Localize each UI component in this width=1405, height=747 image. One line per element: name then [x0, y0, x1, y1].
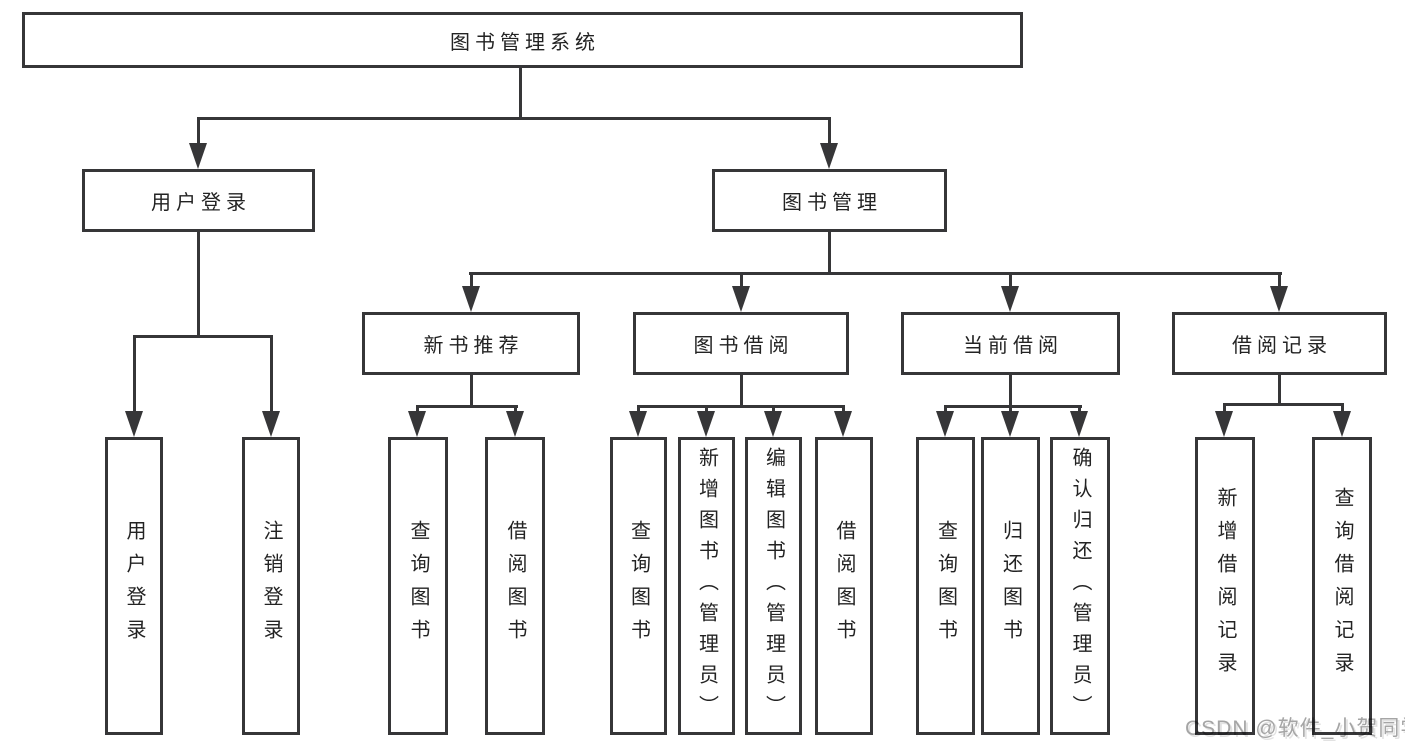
node-new-book-recommendation-label: 新书推荐: [423, 335, 524, 357]
leaf-return-books: 归还图书: [981, 437, 1040, 735]
connector-line: [1009, 272, 1012, 288]
arrowhead-down-icon: [1001, 411, 1019, 437]
connector-line: [197, 117, 831, 120]
node-borrowing-records-label: 借阅记录: [1232, 335, 1332, 357]
connector-line: [637, 405, 640, 413]
node-library-system-label: 图书管理系统: [450, 31, 600, 54]
connector-line: [519, 68, 522, 119]
node-user-login: 用户登录: [82, 169, 315, 232]
leaf-query-books-current: 查询图书: [916, 437, 975, 735]
connector-line: [1278, 375, 1281, 406]
leaf-logout: 注销登录: [242, 437, 300, 735]
arrowhead-down-icon: [189, 143, 207, 169]
leaf-query-books-current-label: 查询图书: [934, 520, 957, 652]
connector-line: [197, 117, 200, 145]
leaf-user-login-label: 用户登录: [123, 520, 145, 652]
connector-line: [133, 335, 273, 338]
connector-line: [842, 405, 845, 413]
node-borrowing-records: 借阅记录: [1172, 312, 1387, 375]
node-new-book-recommendation: 新书推荐: [362, 312, 580, 375]
leaf-return-books-label: 归还图书: [999, 520, 1022, 652]
connector-line: [772, 405, 775, 413]
connector-line: [470, 272, 473, 288]
connector-line: [740, 272, 743, 288]
arrowhead-down-icon: [262, 411, 280, 437]
node-current-borrowing: 当前借阅: [901, 312, 1120, 375]
leaf-query-borrow-record-label: 查询借阅记录: [1331, 487, 1353, 685]
connector-line: [469, 272, 1282, 275]
connector-line: [270, 335, 273, 413]
node-current-borrowing-label: 当前借阅: [963, 335, 1063, 357]
connector-line: [1009, 375, 1012, 408]
node-book-borrowing-label: 图书借阅: [693, 335, 794, 357]
connector-line: [828, 117, 831, 145]
connector-line: [416, 405, 518, 408]
leaf-borrow-books-label: 借阅图书: [833, 520, 855, 652]
csdn-watermark: CSDN @软件_小贺同学: [1185, 717, 1405, 740]
arrowhead-down-icon: [1001, 286, 1019, 312]
node-book-borrowing: 图书借阅: [633, 312, 849, 375]
connector-line: [1078, 405, 1081, 413]
connector-line: [1278, 272, 1281, 288]
node-book-management-label: 图书管理: [782, 192, 882, 214]
arrowhead-down-icon: [764, 411, 782, 437]
leaf-query-borrow-record: 查询借阅记录: [1312, 437, 1372, 735]
connector-line: [740, 375, 743, 408]
connector-line: [705, 405, 708, 413]
connector-line: [133, 335, 136, 413]
node-user-login-label: 用户登录: [151, 192, 251, 214]
arrowhead-down-icon: [629, 411, 647, 437]
arrowhead-down-icon: [834, 411, 852, 437]
connector-line: [637, 405, 845, 408]
leaf-add-books-admin: 新增图书（管理员）: [678, 437, 735, 735]
leaf-query-books-borrowing: 查询图书: [610, 437, 667, 735]
leaf-add-books-admin-label: 新增图书（管理员）: [695, 446, 718, 726]
leaf-logout-label: 注销登录: [260, 520, 282, 652]
leaf-borrow-books: 借阅图书: [815, 437, 873, 735]
leaf-edit-books-admin-label: 编辑图书（管理员）: [762, 446, 785, 726]
leaf-add-borrow-record: 新增借阅记录: [1195, 437, 1255, 735]
connector-line: [197, 232, 200, 338]
arrowhead-down-icon: [936, 411, 954, 437]
arrowhead-down-icon: [506, 411, 524, 437]
connector-line: [470, 375, 473, 408]
leaf-add-borrow-record-label: 新增借阅记录: [1214, 487, 1236, 685]
connector-line: [1223, 403, 1226, 413]
arrowhead-down-icon: [462, 286, 480, 312]
arrowhead-down-icon: [408, 411, 426, 437]
leaf-query-books-recommend-label: 查询图书: [407, 520, 429, 652]
arrowhead-down-icon: [1215, 411, 1233, 437]
leaf-edit-books-admin: 编辑图书（管理员）: [745, 437, 802, 735]
connector-line: [514, 405, 517, 413]
arrowhead-down-icon: [697, 411, 715, 437]
leaf-user-login: 用户登录: [105, 437, 163, 735]
connector-line: [828, 232, 831, 275]
arrowhead-down-icon: [1270, 286, 1288, 312]
connector-line: [944, 405, 1082, 408]
leaf-query-books-borrowing-label: 查询图书: [627, 520, 650, 652]
arrowhead-down-icon: [820, 143, 838, 169]
connector-line: [1341, 403, 1344, 413]
node-library-system: 图书管理系统: [22, 12, 1023, 68]
connector-line: [1009, 405, 1012, 413]
leaf-confirm-return-admin-label: 确认归还（管理员）: [1069, 446, 1091, 726]
leaf-query-books-recommend: 查询图书: [388, 437, 448, 735]
leaf-confirm-return-admin: 确认归还（管理员）: [1050, 437, 1110, 735]
connector-line: [944, 405, 947, 413]
leaf-borrow-books-recommend-label: 借阅图书: [504, 520, 526, 652]
node-book-management: 图书管理: [712, 169, 947, 232]
leaf-borrow-books-recommend: 借阅图书: [485, 437, 545, 735]
arrowhead-down-icon: [1333, 411, 1351, 437]
arrowhead-down-icon: [732, 286, 750, 312]
connector-line: [1223, 403, 1344, 406]
arrowhead-down-icon: [125, 411, 143, 437]
arrowhead-down-icon: [1070, 411, 1088, 437]
connector-line: [416, 405, 419, 413]
